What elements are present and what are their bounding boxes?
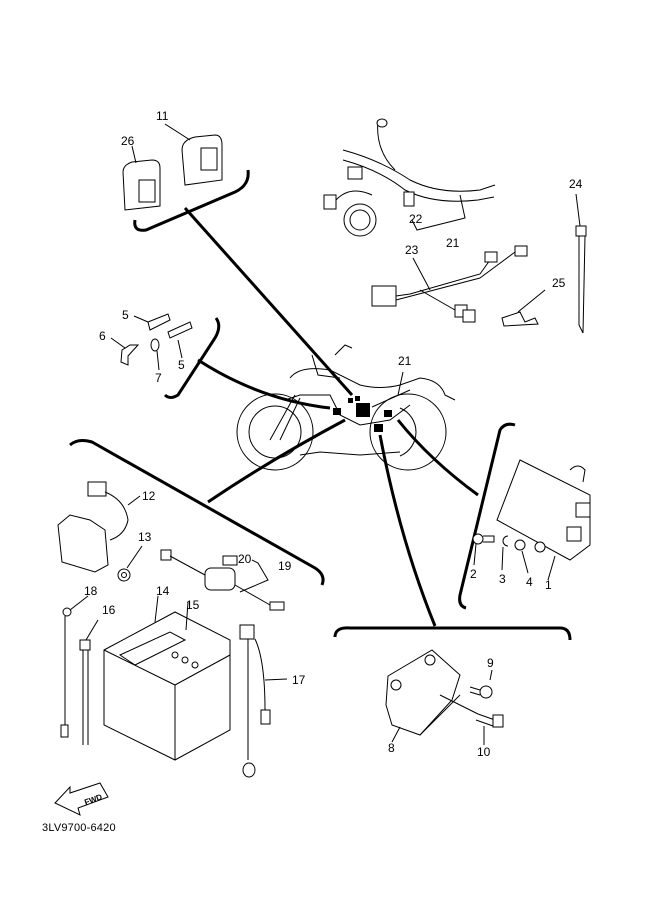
ecu-location-marker (356, 403, 370, 417)
callout-13: 13 (138, 530, 152, 544)
callout-15: 15 (186, 598, 200, 612)
callout-19: 19 (278, 559, 292, 573)
cable-tie-24 (575, 193, 587, 334)
horn-parts (110, 313, 193, 371)
callout-14: 14 (156, 584, 170, 598)
bolt-2 (472, 533, 495, 566)
callout-25: 25 (552, 276, 566, 290)
lead-18 (60, 595, 89, 738)
callout-1: 1 (545, 578, 552, 592)
bolt-9 (469, 669, 493, 699)
rectifier-group-bracket (333, 434, 572, 641)
callout-6: 6 (99, 329, 106, 343)
callout-24: 24 (569, 177, 583, 191)
sub-harness-23 (371, 245, 528, 323)
callout-21a: 21 (446, 236, 460, 250)
callout-17: 17 (292, 673, 306, 687)
wire-harness-21 (323, 118, 496, 237)
callout-7: 7 (155, 371, 162, 385)
callout-2: 2 (470, 567, 477, 581)
relay-11 (164, 123, 223, 186)
callout-18: 18 (84, 584, 98, 598)
battery-group-bracket (69, 418, 346, 586)
callout-9: 9 (487, 656, 494, 670)
callout-26: 26 (121, 134, 135, 148)
callout-10: 10 (477, 745, 491, 759)
control-unit-1 (496, 459, 591, 581)
callout-21b: 21 (398, 354, 412, 368)
fuse-holder-17 (239, 624, 288, 778)
rectifier-regulator-8 (385, 649, 461, 743)
starter-cable-19 (160, 549, 285, 611)
battery-cable-16 (79, 619, 99, 745)
callout-5b: 5 (178, 358, 185, 372)
relay-26 (122, 145, 161, 211)
starter-relay-12 (57, 481, 141, 573)
relay-group-bracket (133, 169, 354, 396)
diagram-code: 3LV9700-6420 (42, 822, 116, 834)
horn-group-bracket (163, 317, 331, 410)
nut-13 (117, 545, 143, 582)
callout-3: 3 (499, 572, 506, 586)
callout-16: 16 (102, 603, 116, 617)
callout-20: 20 (238, 552, 252, 566)
callout-12: 12 (142, 489, 156, 503)
battery-14 (103, 595, 231, 761)
callout-11: 11 (156, 109, 169, 123)
callout-8: 8 (388, 741, 395, 755)
washer-3 (501, 535, 509, 571)
callout-5a: 5 (122, 308, 129, 322)
bolt-10 (439, 694, 504, 745)
clamp-25 (501, 289, 546, 327)
ecu-group-bracket (396, 419, 516, 610)
callout-23: 23 (405, 243, 419, 257)
callout-22: 22 (409, 212, 423, 226)
callout-4: 4 (526, 575, 533, 589)
motorcycle-location-view (236, 344, 456, 471)
washer-4 (514, 539, 529, 574)
forward-direction-arrow: FWD (54, 782, 109, 816)
